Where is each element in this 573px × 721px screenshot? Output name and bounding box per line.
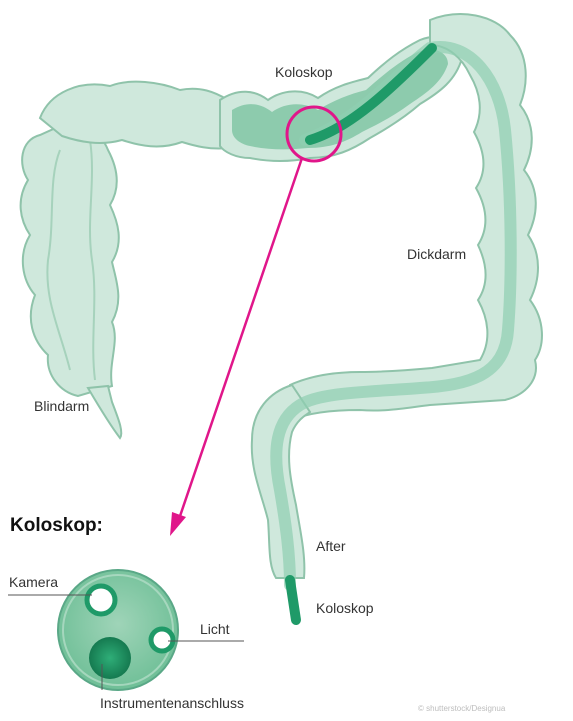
scope-tube-bottom — [290, 580, 296, 620]
label-koloskop-top: Koloskop — [275, 64, 333, 80]
image-credit: © shutterstock/Designua — [418, 704, 505, 713]
camera-lens — [87, 586, 115, 614]
instrument-port — [89, 637, 131, 679]
transverse-colon — [40, 37, 462, 161]
ascending-colon — [21, 124, 119, 396]
label-dickdarm: Dickdarm — [407, 246, 466, 262]
label-instrument: Instrumentenanschluss — [100, 695, 244, 711]
detail-heading: Koloskop: — [10, 515, 103, 537]
label-after: After — [316, 538, 346, 554]
label-blindarm: Blindarm — [34, 398, 89, 414]
label-licht: Licht — [200, 621, 230, 637]
light-lens — [151, 629, 173, 651]
highlight-arrow-head — [170, 512, 186, 536]
label-koloskop-bottom: Koloskop — [316, 600, 374, 616]
label-kamera: Kamera — [9, 574, 58, 590]
appendix — [88, 386, 121, 438]
